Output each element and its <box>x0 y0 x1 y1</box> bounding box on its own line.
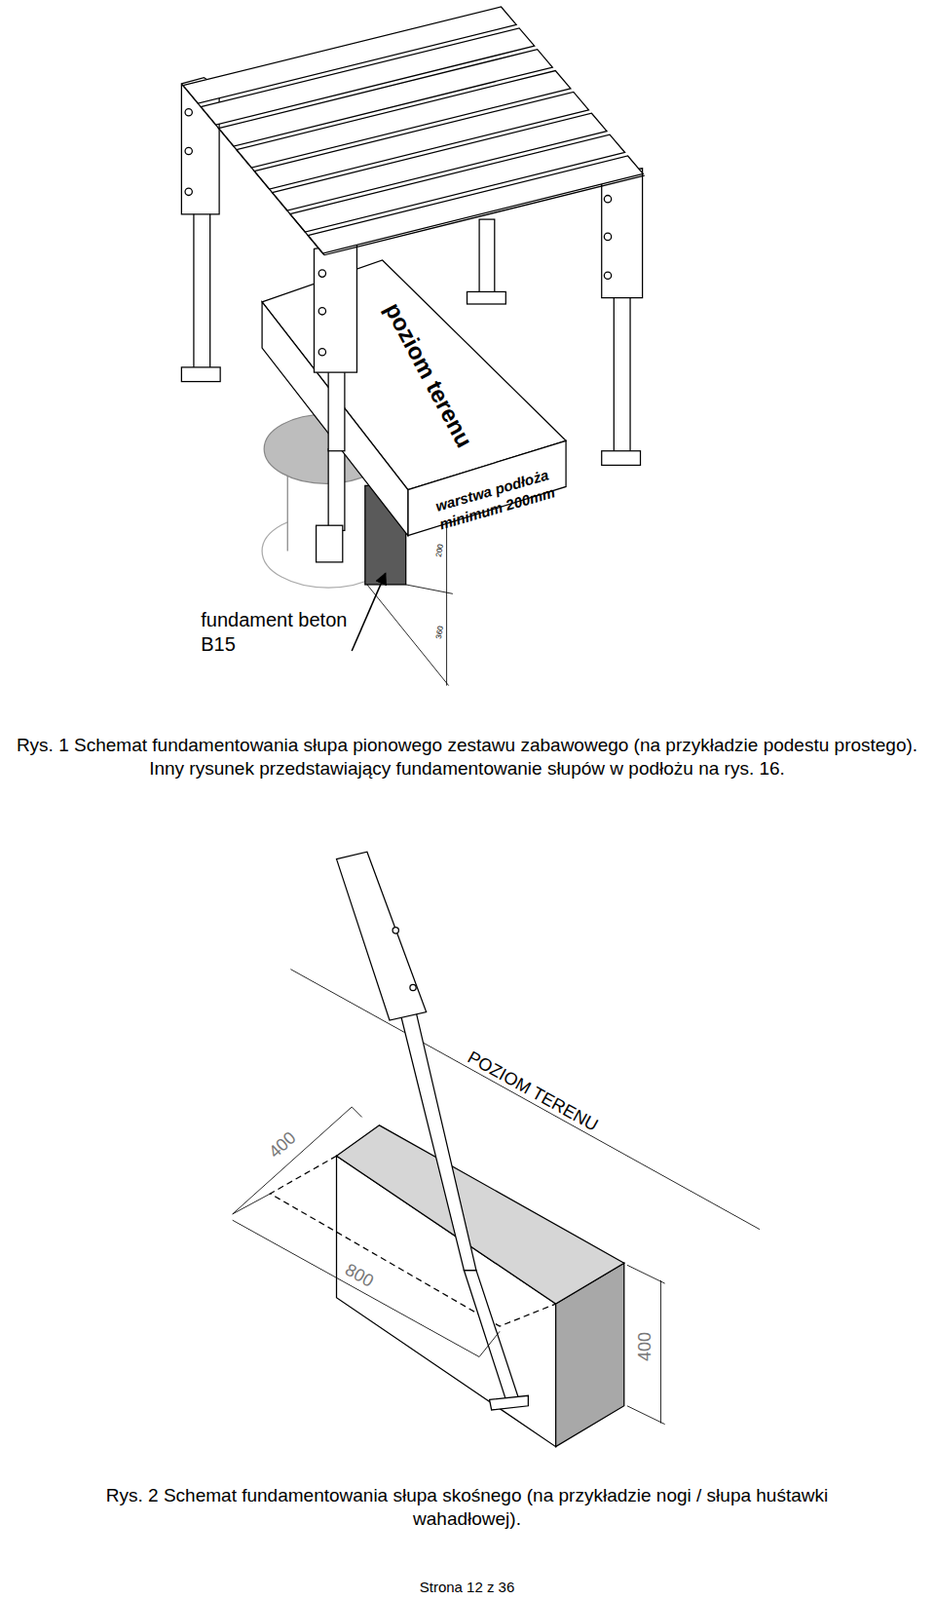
block-top <box>336 1124 625 1304</box>
post-pipe <box>193 209 211 374</box>
surface-label: POZIOM TERENU <box>463 1046 602 1136</box>
dimension-line <box>367 584 449 686</box>
dimension-text: 400 <box>633 1331 656 1361</box>
pole-pipe-buried <box>463 1270 521 1406</box>
hidden-edge <box>269 1155 556 1326</box>
dimension-line <box>627 1264 666 1283</box>
pole-foot <box>489 1394 529 1410</box>
dimension-text: 360 <box>434 625 447 640</box>
dimension-line <box>627 1405 666 1424</box>
base-plate <box>601 450 641 466</box>
anchor-foot <box>316 524 343 562</box>
post-bracket <box>313 242 357 373</box>
figure-caption: Rys. 2 Schemat fundamentowania słupa sko… <box>100 1484 835 1532</box>
post-pipe <box>479 219 495 297</box>
base-plate <box>181 367 221 382</box>
bolt <box>410 983 416 990</box>
deck-edge <box>324 175 645 256</box>
figure-1 <box>181 6 644 686</box>
dimension-line <box>660 1279 662 1423</box>
dimension-line <box>232 1193 271 1214</box>
post-bracket <box>601 168 643 299</box>
figure-2 <box>232 851 760 1446</box>
page-number: Strona 12 z 36 <box>419 1576 516 1596</box>
post-pipe <box>328 448 345 531</box>
post-pipe <box>613 290 631 454</box>
deck-slat <box>307 155 643 254</box>
callout-label: fundament beton B15 <box>200 607 354 657</box>
dimension-line <box>406 584 453 594</box>
dimension-line <box>479 1330 500 1356</box>
post-pipe <box>328 367 345 451</box>
pole-beam <box>336 851 427 1020</box>
dimension-text: 200 <box>434 543 447 559</box>
dimension-line <box>232 1106 352 1214</box>
leader-arrow <box>351 572 386 651</box>
pole-pipe <box>400 1011 476 1271</box>
figure-caption: Rys. 1 Schemat fundamentowania słupa pio… <box>7 733 926 781</box>
bolt <box>392 927 399 934</box>
base-plate <box>467 291 507 304</box>
deck-edge <box>181 83 325 256</box>
dimension-line <box>351 1106 362 1117</box>
dimension-line <box>232 1219 480 1356</box>
